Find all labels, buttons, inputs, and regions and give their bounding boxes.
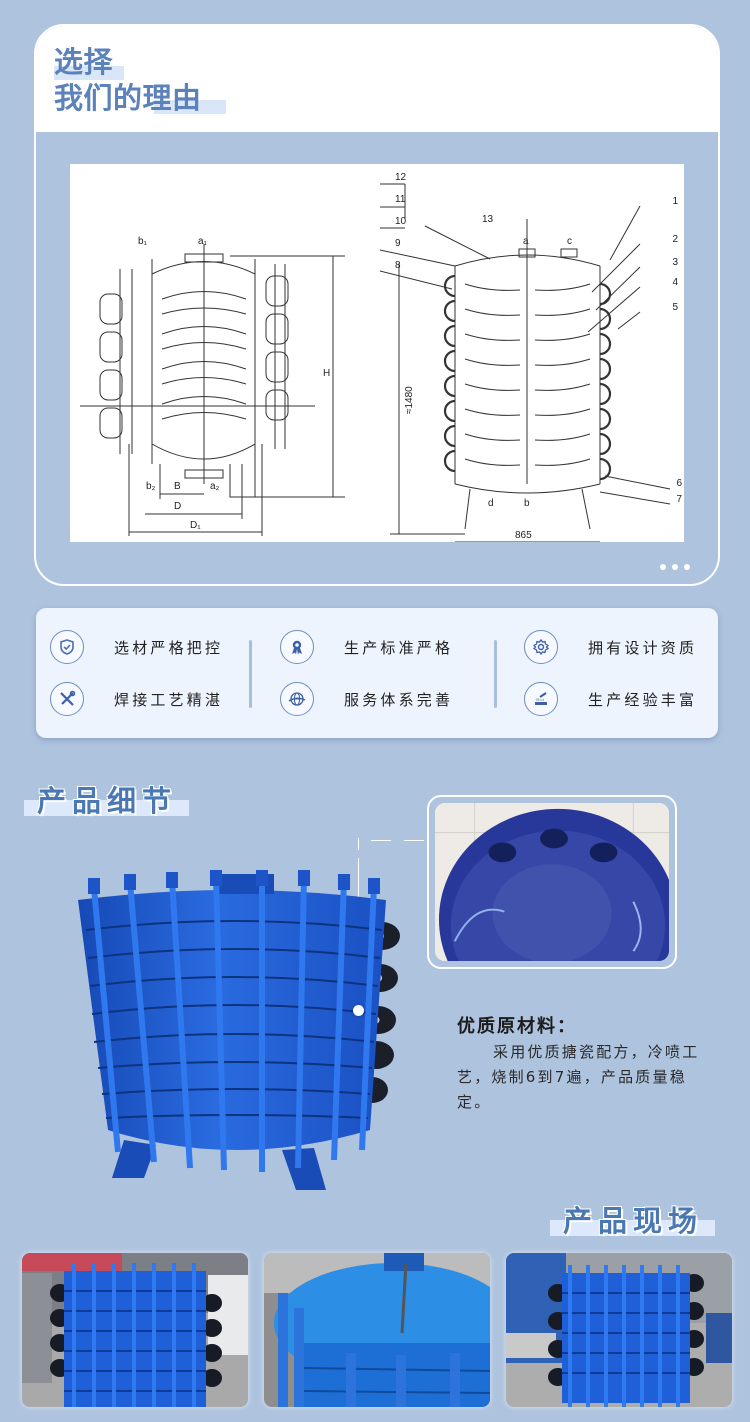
nozzle-b: b	[524, 498, 530, 509]
label-a1: a₁	[198, 236, 208, 247]
site-photo-1[interactable]	[22, 1253, 248, 1407]
welding-torch-icon	[524, 682, 558, 716]
section-heading: 产品现场	[563, 1204, 704, 1238]
title-line-1: 选择	[54, 45, 114, 79]
hotspot-marker[interactable]	[353, 1005, 364, 1016]
pager-dot[interactable]	[660, 564, 666, 570]
title-line-2: 我们的理由	[54, 81, 202, 115]
callout-11: 11	[395, 194, 406, 205]
why-choose-us-title: 选择 我们的理由	[54, 44, 226, 116]
callout-5: 5	[672, 302, 678, 313]
callout-1: 1	[672, 196, 678, 207]
heading-highlight	[550, 1220, 715, 1236]
award-ribbon-icon	[280, 630, 314, 664]
callout-3: 3	[672, 257, 678, 268]
why-choose-us-header: 选择 我们的理由	[36, 26, 718, 132]
feature-label: 拥有设计资质	[588, 638, 698, 657]
feature-item: 焊接工艺精湛	[50, 682, 223, 716]
why-choose-us-card: 选择 我们的理由	[34, 24, 720, 586]
callout-8: 8	[395, 260, 401, 271]
label-D: D	[174, 501, 181, 512]
divider	[249, 640, 252, 708]
height-dimension: ≈1480	[404, 386, 415, 414]
feature-item: 选材严格把控	[50, 630, 223, 664]
section-heading: 产品细节	[37, 784, 178, 818]
feature-label: 生产标准严格	[344, 638, 454, 657]
pager-dot[interactable]	[684, 564, 690, 570]
feature-label: 生产经验丰富	[588, 690, 698, 709]
feature-label: 选材严格把控	[114, 638, 224, 657]
product-detail-heading: 产品细节	[24, 778, 189, 820]
nozzle-a: a	[523, 236, 529, 247]
label-D1: D₁	[190, 520, 201, 531]
callout-4: 4	[672, 277, 678, 288]
label-b2: b₂	[146, 481, 156, 492]
site-photo-gallery	[22, 1253, 732, 1407]
divider	[494, 640, 497, 708]
globe-plane-icon	[280, 682, 314, 716]
feature-item: 生产标准严格	[280, 630, 453, 664]
pager-dot[interactable]	[672, 564, 678, 570]
feature-label: 服务体系完善	[344, 690, 454, 709]
site-photo-3[interactable]	[506, 1253, 732, 1407]
reactor-schematic-drawings: b₁ a₁ b₂ a₂ B D D₁ H 12 11 10 9 8 13 1 2…	[80, 172, 682, 542]
width-dimension: 865	[515, 530, 532, 541]
site-photo-2[interactable]	[264, 1253, 490, 1407]
enamel-head-closeup-photo	[435, 803, 669, 961]
wrench-screwdriver-icon	[50, 682, 84, 716]
connector-line	[404, 840, 424, 841]
heading-highlight	[24, 800, 189, 816]
pager-dots[interactable]	[660, 564, 690, 570]
material-description: 采用优质搪瓷配方，冷喷工艺，烧制6到7遍，产品质量稳定。	[457, 1043, 700, 1111]
gear-icon	[524, 630, 558, 664]
label-H: H	[323, 368, 330, 379]
feature-label: 焊接工艺精湛	[114, 690, 224, 709]
callout-10: 10	[395, 216, 407, 227]
callout-9: 9	[395, 238, 401, 249]
shield-check-icon	[50, 630, 84, 664]
callout-2: 2	[672, 234, 678, 245]
connector-line	[371, 840, 391, 841]
callout-6: 6	[676, 478, 682, 489]
nozzle-d: d	[488, 498, 494, 509]
connector-line	[358, 838, 359, 850]
features-panel: 选材严格把控 焊接工艺精湛 生产标准严格 服务体系完善 拥有设计资质 生产经验丰…	[36, 608, 718, 738]
product-main-photo	[64, 860, 404, 1190]
label-b1: b₁	[138, 236, 148, 247]
feature-item: 拥有设计资质	[524, 630, 697, 664]
product-site-heading: 产品现场	[550, 1198, 715, 1240]
material-title: 优质原材料：	[457, 1016, 577, 1037]
technical-drawing: b₁ a₁ b₂ a₂ B D D₁ H 12 11 10 9 8 13 1 2…	[70, 164, 684, 542]
label-B: B	[174, 481, 181, 492]
callout-13: 13	[482, 214, 494, 225]
label-a2: a₂	[210, 481, 220, 492]
feature-item: 服务体系完善	[280, 682, 453, 716]
feature-item: 生产经验丰富	[524, 682, 697, 716]
callout-7: 7	[676, 494, 682, 505]
nozzle-c: c	[567, 236, 572, 247]
callout-12: 12	[395, 172, 407, 183]
detail-photo-frame	[427, 795, 677, 969]
